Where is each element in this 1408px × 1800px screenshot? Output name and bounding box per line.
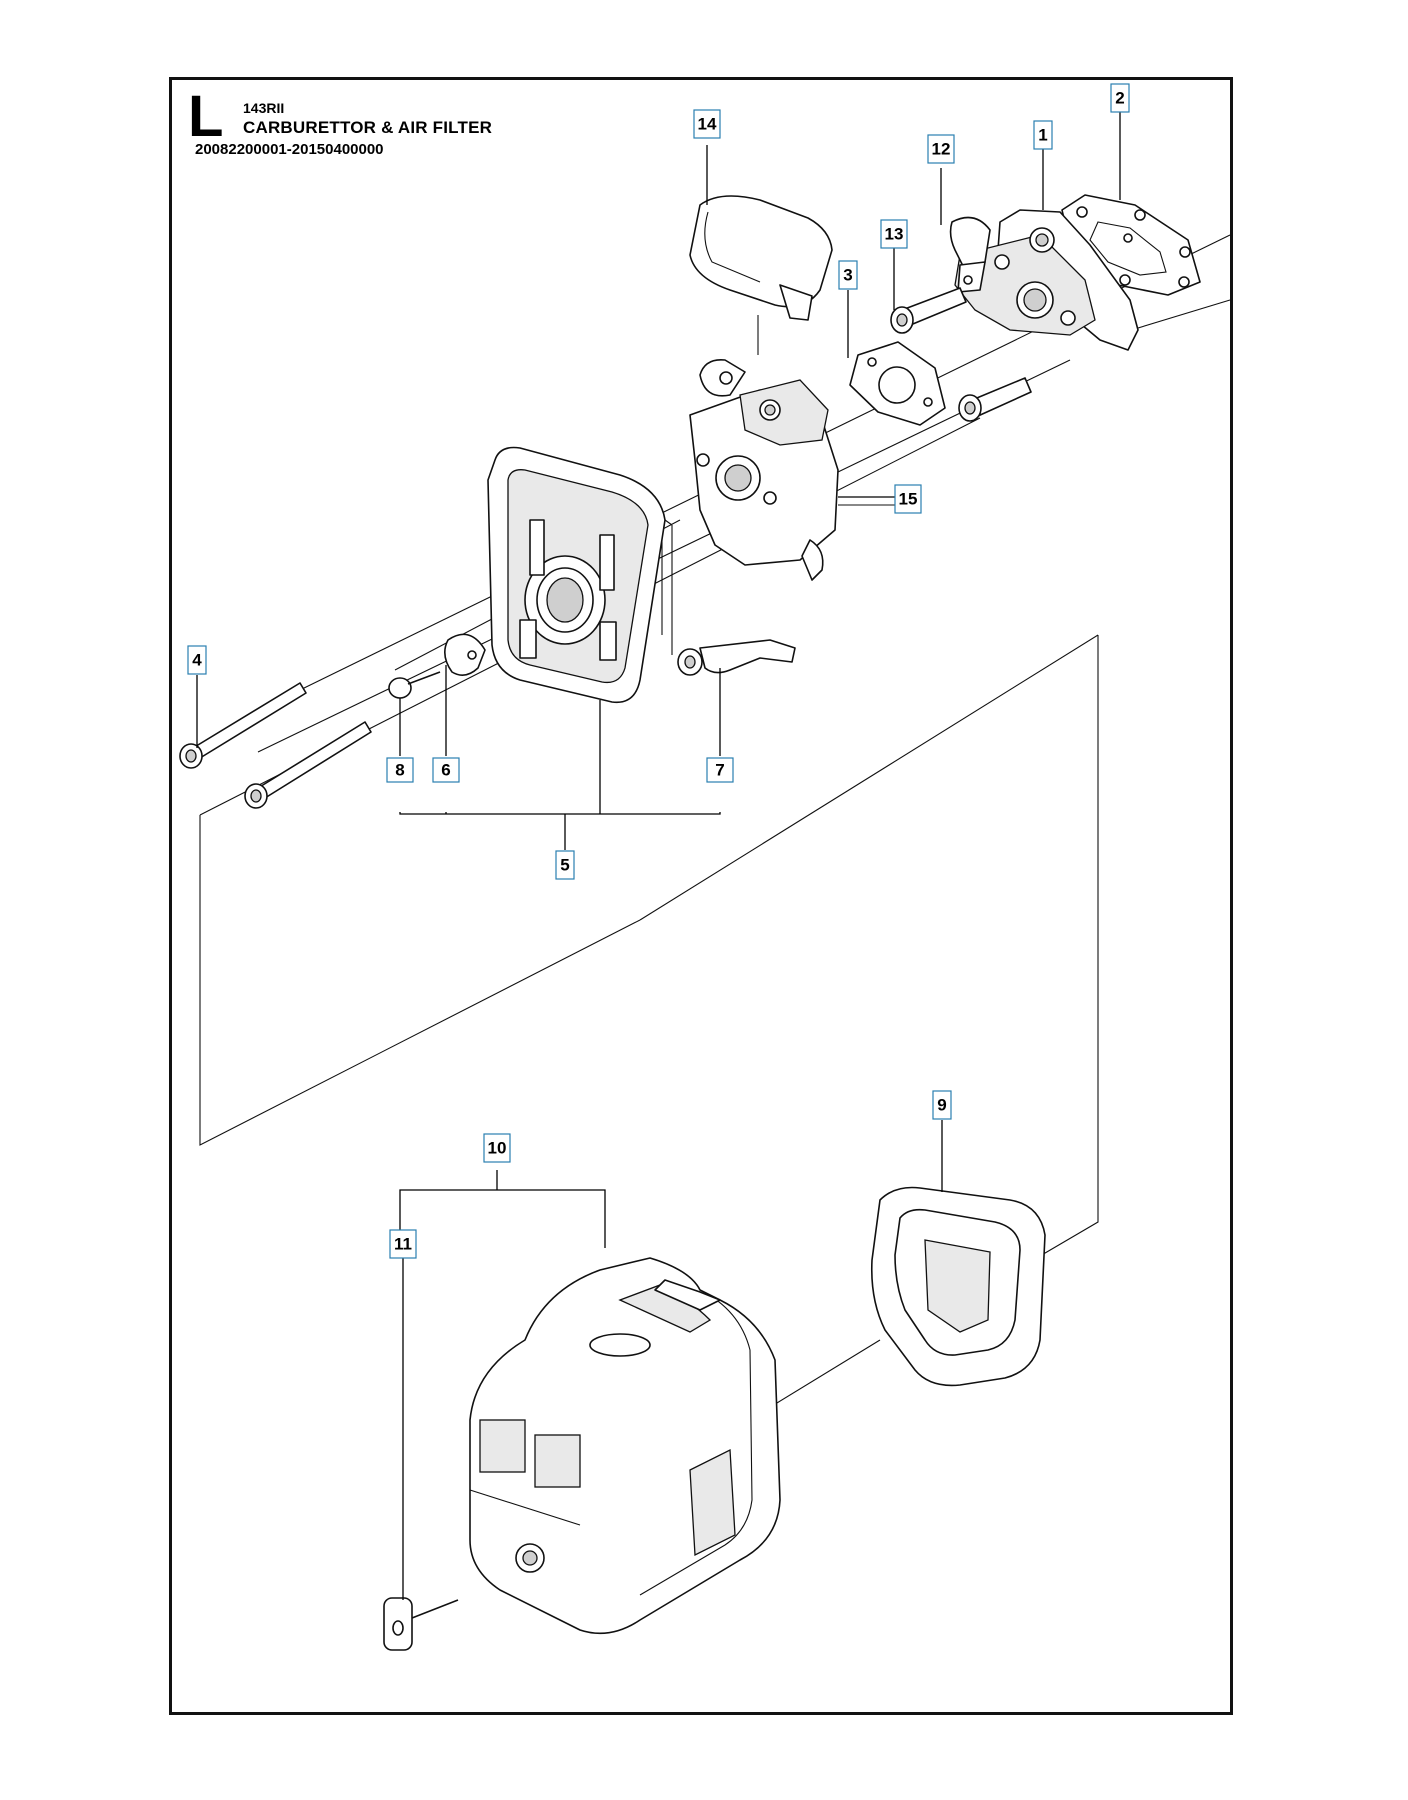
callout-carburettor: 15	[894, 484, 922, 514]
cover-knob-part	[383, 1597, 459, 1651]
callout-number: 12	[932, 140, 951, 159]
callout-box	[706, 757, 734, 783]
leader-lines	[196, 110, 1121, 1600]
long-screw-part	[179, 682, 307, 769]
callout-number: 4	[192, 651, 202, 670]
callout-box	[693, 109, 721, 139]
callout-throttle-link-bracket: 12	[927, 134, 955, 164]
callout-air-filter: 9	[932, 1090, 952, 1120]
callout-choke-plate: 6	[432, 757, 460, 783]
callout-number: 14	[698, 115, 717, 134]
callout-box	[1110, 83, 1130, 113]
bolt-lower-part	[958, 377, 1032, 422]
callout-box	[838, 260, 858, 290]
callout-number: 2	[1115, 89, 1124, 108]
callout-number: 5	[560, 856, 569, 875]
callout-air-filter-cover-assembly: 10	[483, 1133, 511, 1163]
callout-air-filter-holder-assembly: 5	[555, 850, 575, 880]
callout-number: 11	[394, 1235, 412, 1254]
callout-box	[880, 219, 908, 249]
callout-cover-knob: 11	[389, 1229, 417, 1259]
intake-manifold-part	[954, 209, 1139, 351]
air-filter-holder-part	[487, 446, 673, 704]
callout-number: 1	[1038, 126, 1047, 145]
callout-bolt: 13	[880, 219, 908, 249]
callout-long-screw: 4	[187, 645, 207, 675]
diagram-title: CARBURETTOR & AIR FILTER	[243, 118, 493, 137]
callout-box	[932, 1090, 952, 1120]
carburettor-part	[689, 358, 905, 581]
callout-box	[894, 484, 922, 514]
callout-number: 3	[843, 266, 852, 285]
callout-number: 15	[899, 490, 918, 509]
callout-box	[1033, 120, 1053, 150]
choke-plate-part	[444, 633, 486, 676]
callout-box	[432, 757, 460, 783]
callout-box	[389, 1229, 417, 1259]
throttle-bracket-part	[949, 216, 991, 293]
air-filter-cover-part	[469, 1257, 781, 1635]
air-filter-part	[870, 1186, 1046, 1387]
callout-choke-lever: 7	[706, 757, 734, 783]
callout-number: 10	[488, 1139, 507, 1158]
carb-gasket-part	[849, 341, 946, 426]
callout-intake-manifold: 1	[1033, 120, 1053, 150]
callout-number: 6	[441, 761, 450, 780]
bolt-part	[890, 287, 967, 334]
callout-carburettor-gasket: 3	[838, 260, 858, 290]
callout-box	[555, 850, 575, 880]
callout-carburettor-cap: 14	[693, 109, 721, 139]
callout-box	[187, 645, 207, 675]
serial-range: 20082200001-20150400000	[195, 141, 384, 158]
model-number: 143RII	[243, 100, 285, 116]
choke-lever-part	[677, 639, 796, 676]
callout-number: 8	[395, 761, 404, 780]
callout-screw: 8	[386, 757, 414, 783]
callout-number: 7	[715, 761, 724, 780]
callout-gasket: 2	[1110, 83, 1130, 113]
callout-box	[927, 134, 955, 164]
carb-cap-part	[689, 195, 833, 355]
long-screw-lower-part	[244, 721, 372, 809]
callout-box	[386, 757, 414, 783]
callout-number: 9	[937, 1096, 946, 1115]
callout-box	[483, 1133, 511, 1163]
section-letter: L	[188, 84, 224, 149]
diagram-frame	[169, 77, 1233, 1715]
screw-part	[388, 671, 441, 699]
callout-number: 13	[885, 225, 904, 244]
